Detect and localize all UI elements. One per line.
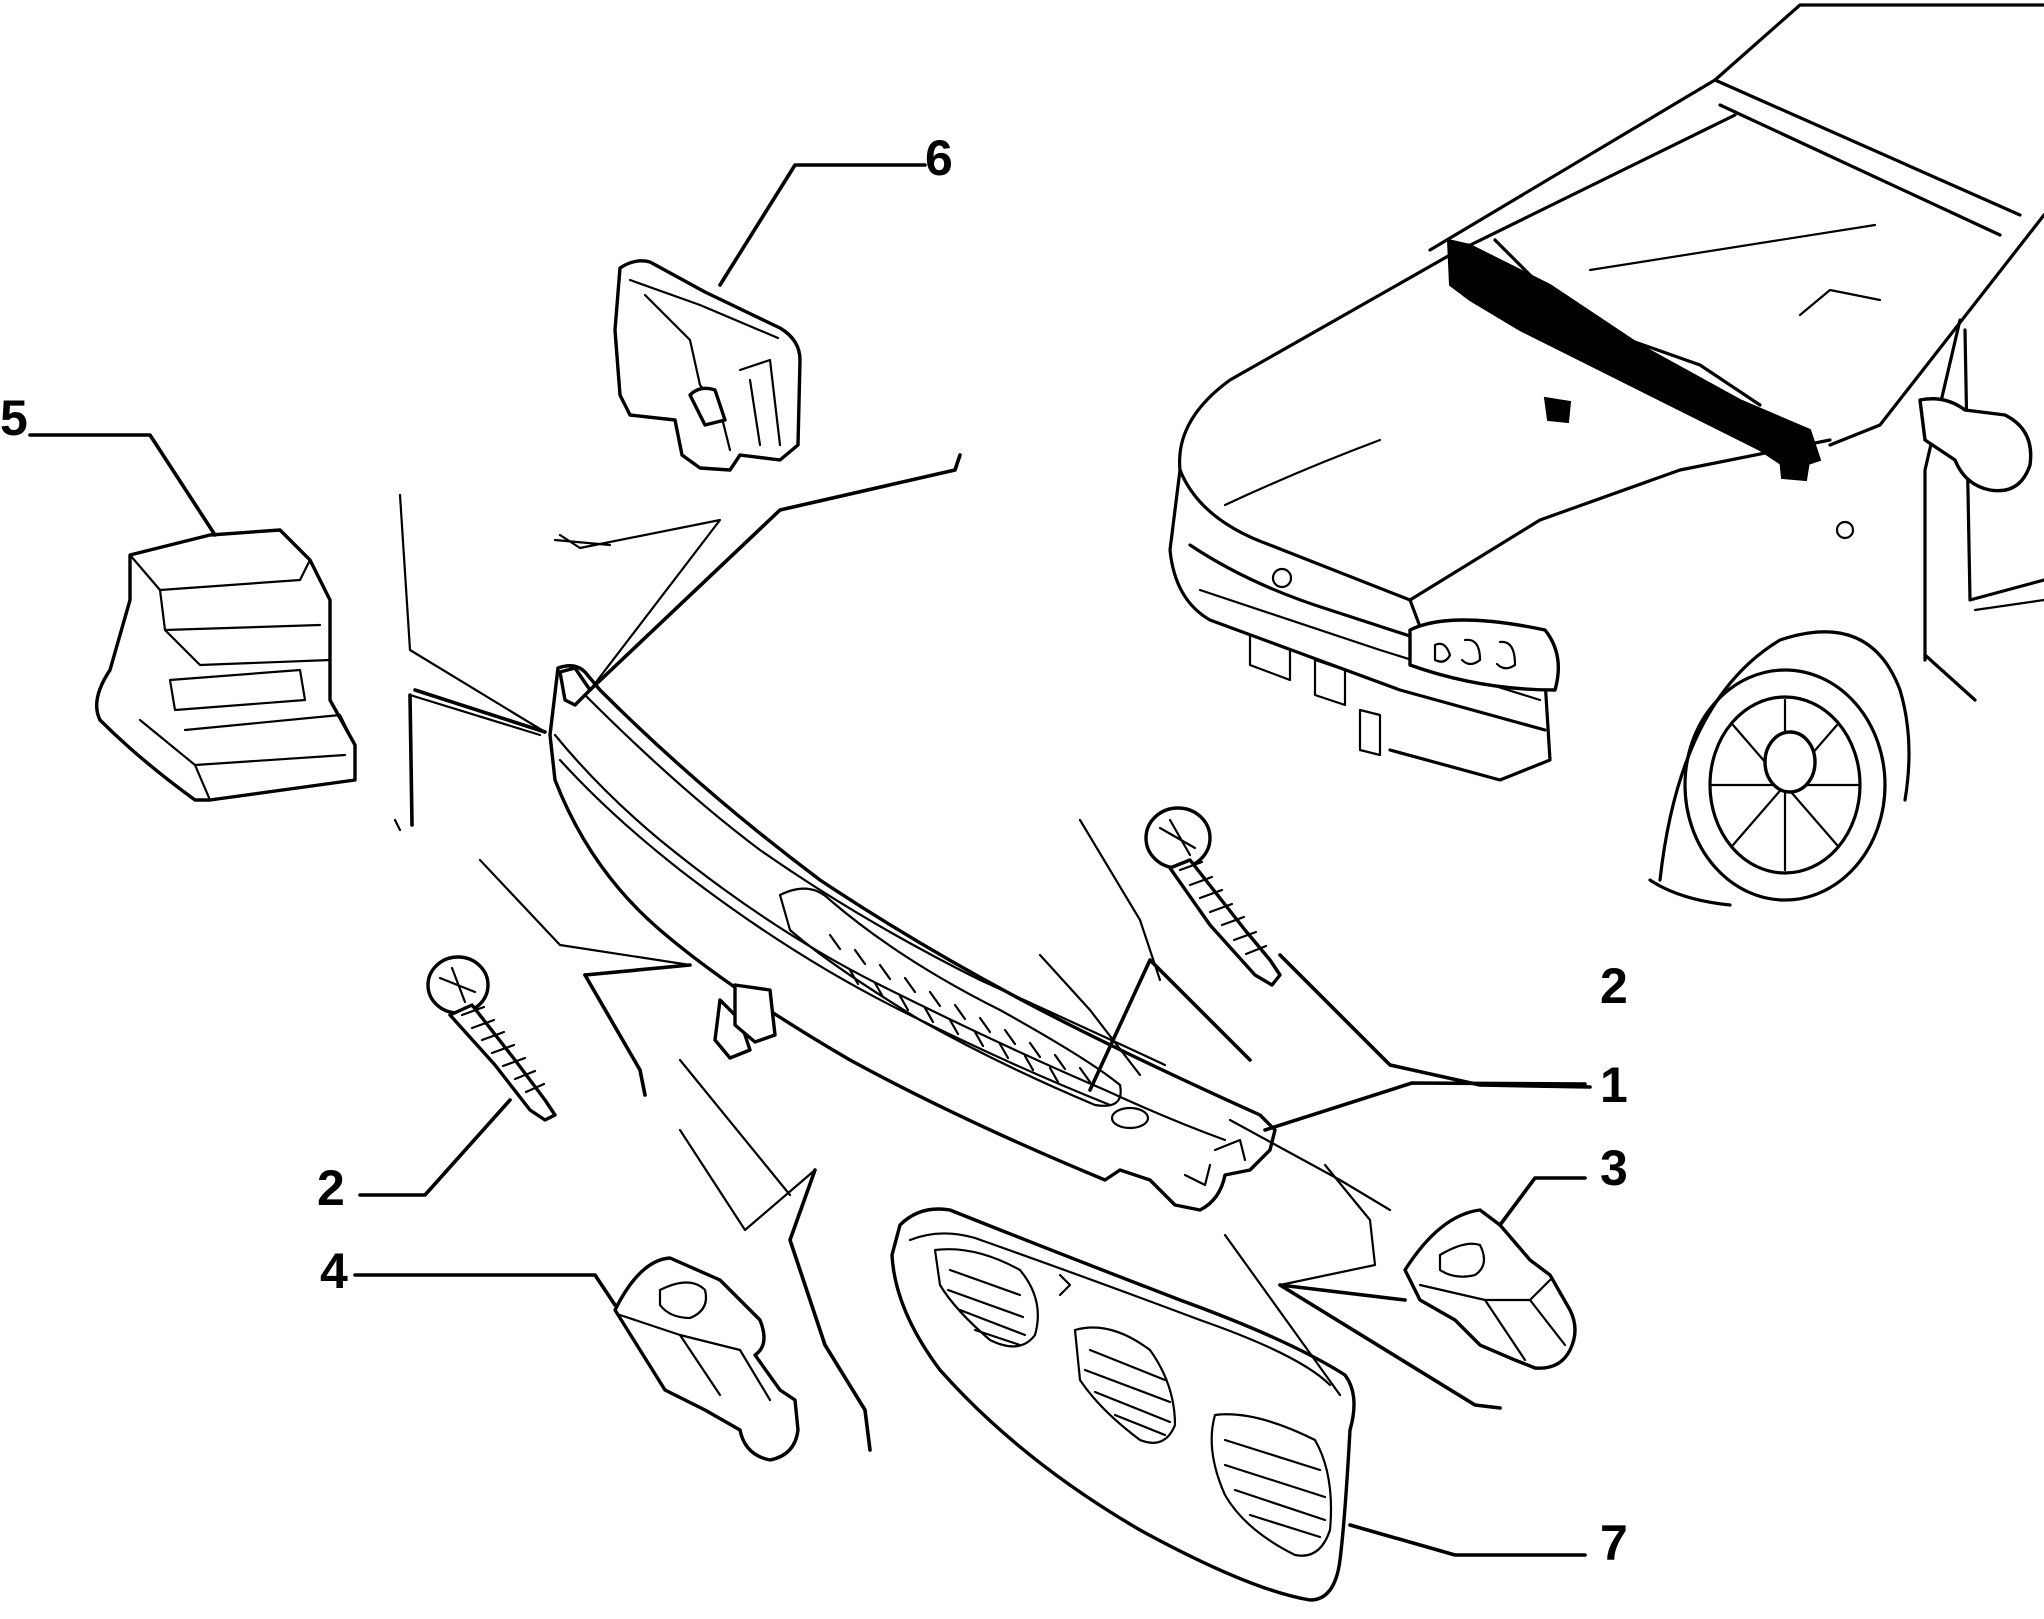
callout-7: 7 <box>1600 1515 1628 1571</box>
clip-part-4 <box>613 1256 800 1462</box>
callout-leaders <box>28 163 1592 1557</box>
callout-labels: 1 2 2 3 4 5 6 7 <box>0 130 1628 1571</box>
callout-6: 6 <box>925 130 953 186</box>
callout-1: 1 <box>1600 1057 1628 1113</box>
clip-part-6 <box>613 259 802 472</box>
screw-part-2-left <box>426 955 557 1122</box>
scuttle-panel-part-1 <box>548 664 1277 1212</box>
car-illustration <box>1168 3 2044 907</box>
callout-5: 5 <box>0 390 28 446</box>
callout-2-left: 2 <box>317 1160 345 1216</box>
guide-lines <box>393 453 1502 1452</box>
mesh-panels <box>933 1248 1333 1557</box>
callout-4: 4 <box>320 1243 348 1299</box>
callout-3: 3 <box>1600 1140 1628 1196</box>
screw-part-2-right <box>1144 806 1282 987</box>
vent-slats <box>828 933 1092 1084</box>
clip-part-3 <box>1403 1208 1577 1370</box>
clip-part-5 <box>95 528 357 802</box>
callout-2-right: 2 <box>1600 958 1628 1014</box>
grille-panel-part-7 <box>890 1207 1356 1602</box>
